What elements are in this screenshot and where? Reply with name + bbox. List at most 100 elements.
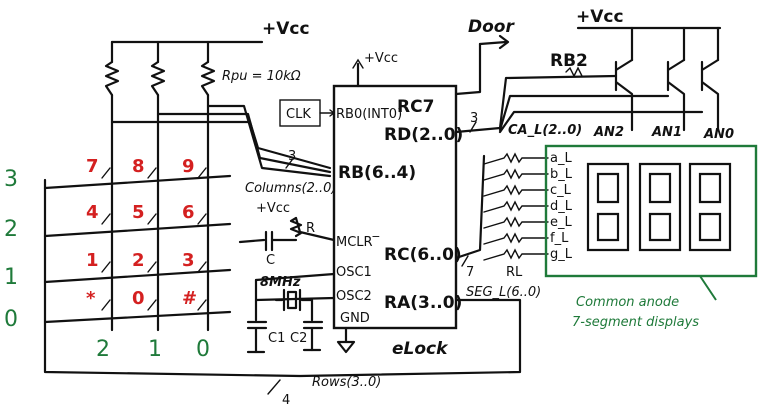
elock-label: eLock bbox=[392, 339, 449, 359]
rl-label: RL bbox=[506, 265, 523, 280]
segment-wire bbox=[483, 168, 549, 181]
column-tap-1 bbox=[156, 112, 332, 174]
pullup-resistor-0 bbox=[200, 60, 216, 97]
key-switch bbox=[147, 299, 157, 311]
segment-label: b_L bbox=[550, 167, 573, 182]
vcc-mclr-label: +Vcc bbox=[256, 201, 290, 216]
base-wire-0 bbox=[498, 110, 704, 134]
key-switch bbox=[197, 167, 207, 179]
column-number: 0 bbox=[196, 337, 210, 362]
key-switch bbox=[197, 299, 207, 311]
mhz-label: 8MHz bbox=[260, 275, 301, 290]
base-resistors bbox=[565, 66, 583, 78]
bus-mark-rb bbox=[285, 159, 293, 169]
mcu-vcc-arrow bbox=[352, 58, 364, 69]
key-switch bbox=[147, 213, 157, 225]
key-switch bbox=[197, 213, 207, 225]
vcc-top-label: +Vcc bbox=[262, 19, 310, 39]
segment-label: a_L bbox=[550, 151, 572, 166]
rpu-label: Rpu = 10kΩ bbox=[222, 69, 301, 84]
osc1-wire bbox=[254, 272, 336, 282]
transistor-an0 bbox=[700, 58, 720, 132]
segment-labels: a_Lb_Lc_Ld_Le_Lf_Lg_L bbox=[550, 151, 573, 262]
key-label: * bbox=[86, 288, 96, 309]
seg-label: SEG_L(6..0) bbox=[466, 285, 541, 300]
segment-bus bbox=[454, 154, 486, 260]
bus-width-rows: 4 bbox=[282, 393, 290, 408]
key-label: 1 bbox=[86, 250, 99, 271]
key-switch bbox=[147, 167, 157, 179]
display-caption-2: 7-segment displays bbox=[572, 315, 699, 330]
segment-label: f_L bbox=[550, 231, 569, 246]
segment-label: e_L bbox=[550, 215, 572, 230]
row-line-2 bbox=[43, 222, 232, 238]
seven-seg-digit bbox=[688, 162, 732, 252]
rb0-label: RB0(INT0) bbox=[336, 107, 402, 122]
segment-wire bbox=[483, 248, 549, 261]
rc7-label: RC7 bbox=[397, 97, 434, 117]
clk-label: CLK bbox=[286, 107, 311, 122]
bus-width-rb: 3 bbox=[288, 149, 296, 164]
pullup-resistor-2 bbox=[104, 60, 120, 97]
capacitor-c2 bbox=[302, 298, 324, 352]
digit-outline bbox=[586, 162, 630, 252]
bus-mark-seg bbox=[461, 255, 469, 267]
key-label: 2 bbox=[132, 250, 145, 271]
seven-seg-digit bbox=[638, 162, 682, 252]
segment-wire bbox=[483, 200, 549, 213]
rd-label: RD(2..0) bbox=[384, 125, 463, 145]
an2-label: AN2 bbox=[593, 125, 624, 140]
row-number: 2 bbox=[4, 217, 18, 242]
osc2-label: OSC2 bbox=[336, 289, 372, 304]
mclr-resistor bbox=[289, 216, 303, 238]
vcc-right-label: +Vcc bbox=[576, 7, 624, 27]
segment-label: d_L bbox=[550, 199, 573, 214]
door-label: Door bbox=[468, 17, 515, 37]
display-callout bbox=[699, 275, 717, 301]
capacitor-c1 bbox=[246, 278, 268, 354]
vcc-chip-label: +Vcc bbox=[364, 51, 398, 66]
mcu-gnd-symbol bbox=[336, 326, 356, 354]
column-tap-0 bbox=[206, 104, 332, 178]
seven-seg-digit bbox=[586, 162, 630, 252]
an1-label: AN1 bbox=[651, 125, 682, 140]
key-switch bbox=[101, 213, 111, 225]
row-line-1 bbox=[43, 268, 232, 284]
segment-label: g_L bbox=[550, 247, 573, 262]
rb2-label: RB2 bbox=[550, 51, 588, 71]
key-label: 3 bbox=[182, 250, 195, 271]
row-number: 3 bbox=[4, 167, 18, 192]
crystal bbox=[274, 288, 314, 312]
key-label: 6 bbox=[182, 202, 195, 223]
row-line-3 bbox=[43, 174, 232, 190]
osc1-label: OSC1 bbox=[336, 265, 372, 280]
display-caption-1: Common anode bbox=[576, 295, 679, 310]
c-label: C bbox=[266, 253, 275, 268]
gnd-label: GND bbox=[340, 311, 370, 326]
column-tap-2 bbox=[110, 120, 332, 170]
clk-arrow bbox=[319, 109, 336, 117]
key-switch bbox=[101, 299, 111, 311]
segment-wires bbox=[483, 152, 549, 261]
segment-wire bbox=[483, 152, 549, 165]
digit-outline bbox=[688, 162, 732, 252]
columns-label: Columns(2..0) bbox=[245, 181, 337, 196]
key-label: 0 bbox=[132, 288, 145, 309]
segment-wire bbox=[483, 216, 549, 229]
c2-label: C2 bbox=[290, 331, 307, 346]
key-label: 8 bbox=[132, 156, 145, 177]
ra-label: RA(3..0) bbox=[384, 293, 462, 313]
base-wire-1 bbox=[498, 94, 670, 132]
key-switch bbox=[147, 261, 157, 273]
row-line-0 bbox=[43, 310, 232, 324]
segment-label: c_L bbox=[550, 183, 572, 198]
digit-outline bbox=[638, 162, 682, 252]
mcu-chip bbox=[332, 84, 458, 330]
row-number: 0 bbox=[4, 307, 18, 332]
mclr-capacitor bbox=[238, 230, 298, 252]
key-label: 4 bbox=[86, 202, 99, 223]
